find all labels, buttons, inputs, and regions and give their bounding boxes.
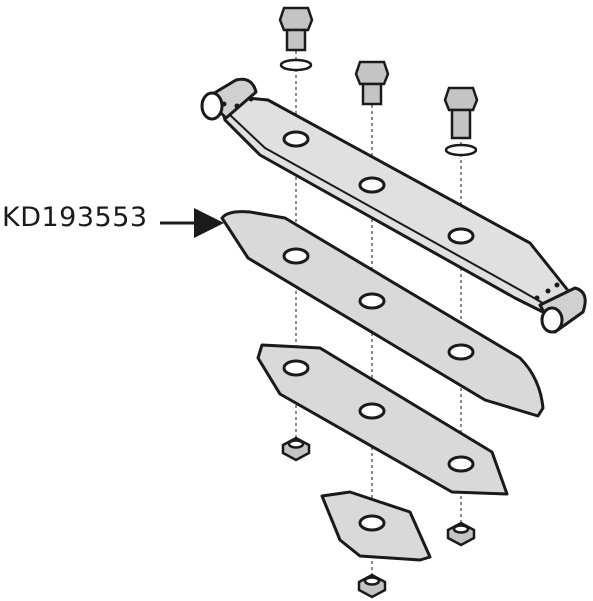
small-plate xyxy=(320,490,432,562)
bolt-right-icon xyxy=(443,86,479,157)
nut-right-icon xyxy=(446,521,476,547)
right-knuckle-hole-icon xyxy=(540,306,564,334)
backing-plate xyxy=(256,343,509,496)
left-knuckle-hole-icon xyxy=(200,91,224,121)
hinge-bar xyxy=(200,77,587,334)
bolt-left-icon xyxy=(278,6,314,72)
cutting-plate xyxy=(220,210,545,418)
bolt-middle-icon xyxy=(354,60,390,106)
nut-bottom-icon xyxy=(357,573,387,599)
part-number-label: KD193553 xyxy=(2,202,148,233)
nut-left-icon xyxy=(281,436,311,462)
